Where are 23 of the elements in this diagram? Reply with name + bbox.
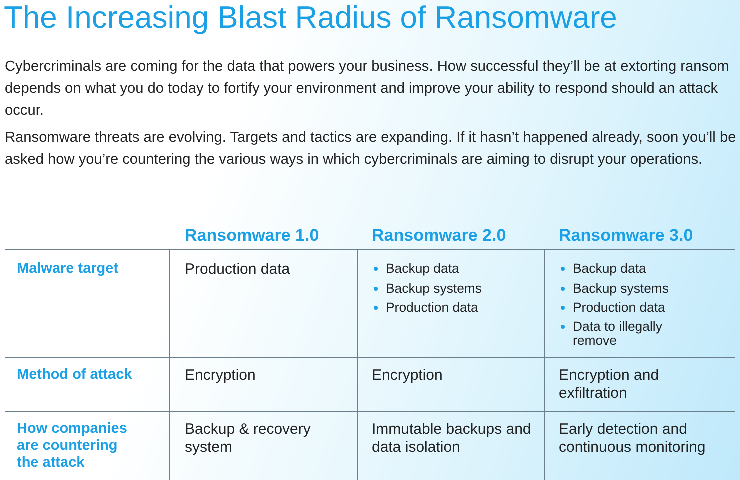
list-item: Backup systems <box>573 282 670 296</box>
row-header: Method of attack <box>17 367 134 384</box>
list-item: Backup data <box>573 262 648 276</box>
column-header: Ransomware 1.0 <box>185 226 320 246</box>
title: The Increasing Blast Radius of Ransomware <box>4 0 618 36</box>
table-cell-text: Early detection and continuous monitoring <box>559 421 707 457</box>
table-cell-text: Backup & recovery system <box>185 421 312 457</box>
row-header: Malware target <box>17 261 120 278</box>
table-cell-text: Immutable backups and data isolation <box>372 421 532 457</box>
table-cell-text: Production data <box>185 261 292 279</box>
column-header: Ransomware 2.0 <box>372 226 506 246</box>
table-cell-text: Encryption <box>185 367 257 385</box>
list-item: Backup systems <box>386 282 484 296</box>
list-item: Backup data <box>386 262 460 276</box>
paragraph: Ransomware threats are evolving. Targets and tactics are expanding. If it hasn’t happened already, soon you’ll be asked how you’re countering the various ways in which cybercriminals are aiming to disrupt your operations. <box>5 129 737 170</box>
row-header: How companies are countering the attack <box>17 421 128 472</box>
list-item: Production data <box>573 301 666 315</box>
column-header: Ransomware 3.0 <box>559 226 694 246</box>
list-item: Production data <box>386 301 480 315</box>
paragraph: Cybercriminals are coming for the data that powers your business. How successful they’ll be at extorting ransom depends on what you do today to fortify your environment and improve your ability to respond should an attack occur. <box>5 58 730 121</box>
table-cell-text: Encryption <box>372 367 444 385</box>
table-cell-text: Encryption and exfiltration <box>559 367 660 403</box>
list-item: Data to illegally remove <box>573 320 664 348</box>
